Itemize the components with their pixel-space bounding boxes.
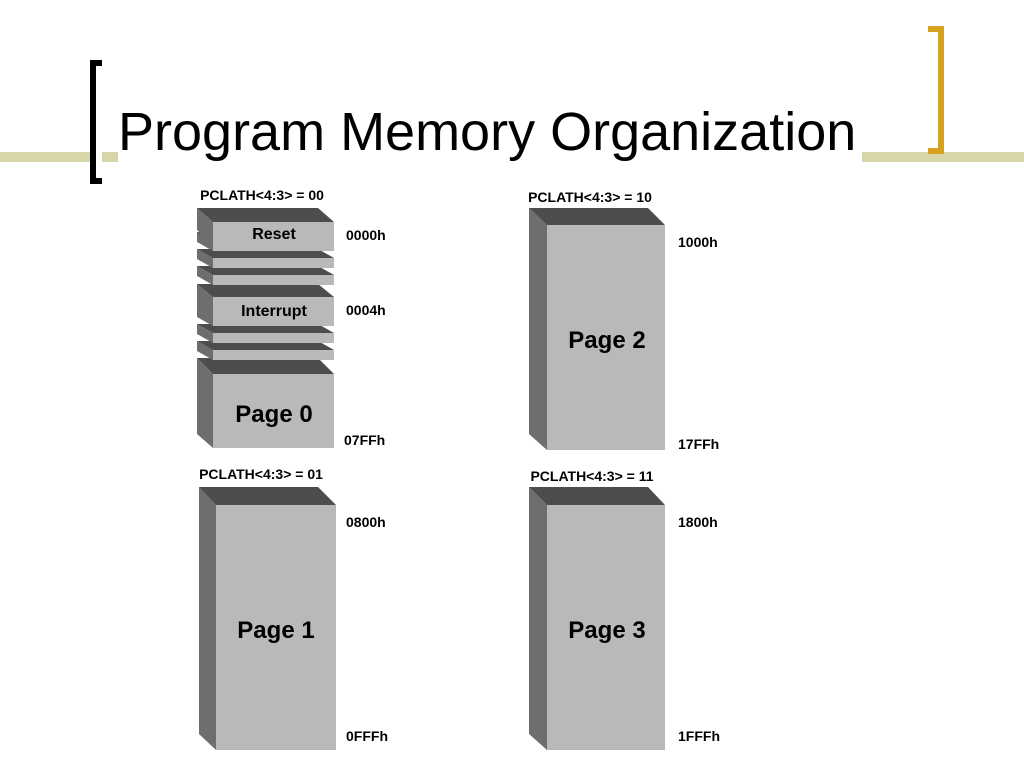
page-0-block — [197, 208, 334, 448]
page-0-pclath-label: PCLATH<4:3> = 00 — [200, 187, 324, 203]
left-bracket-decoration — [90, 60, 102, 184]
page-0-end-address: 07FFh — [344, 432, 385, 448]
page-3-start-address: 1800h — [678, 514, 718, 530]
slide-title: Program Memory Organization — [118, 100, 863, 164]
interrupt-address-label: 0004h — [346, 302, 386, 318]
page-1-end-address: 0FFFh — [346, 728, 388, 744]
page-0-slices — [197, 208, 334, 360]
reset-address-label: 0000h — [346, 227, 386, 243]
page-3-pclath-label: PCLATH<4:3> = 11 — [530, 468, 653, 484]
interrupt-vector-label: Interrupt — [241, 303, 307, 320]
page-2-pclath-label: PCLATH<4:3> = 10 — [528, 189, 652, 205]
page-2-end-address: 17FFh — [678, 436, 719, 452]
page-1-name-label: Page 1 — [237, 617, 314, 644]
page-0-name-label: Page 0 — [235, 401, 312, 428]
page-3-end-address: 1FFFh — [678, 728, 720, 744]
page-2-start-address: 1000h — [678, 234, 718, 250]
right-bracket-decoration — [928, 26, 944, 154]
page-2-block — [529, 208, 665, 450]
page-3-block — [529, 487, 665, 750]
page-1-pclath-label: PCLATH<4:3> = 01 — [199, 466, 323, 482]
page-1-block — [199, 487, 336, 750]
page-1-start-address: 0800h — [346, 514, 386, 530]
reset-vector-label: Reset — [252, 226, 296, 243]
page-3-name-label: Page 3 — [568, 617, 645, 644]
page-2-name-label: Page 2 — [568, 327, 645, 354]
